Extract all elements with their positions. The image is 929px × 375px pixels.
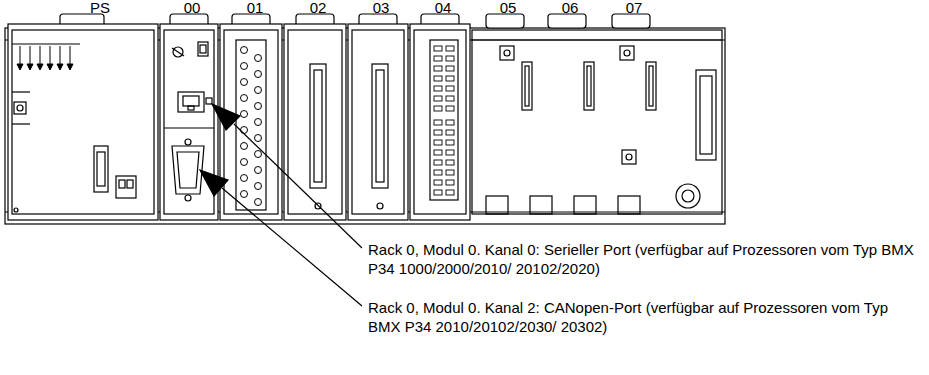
slot-number: 02 xyxy=(298,0,338,16)
slot-number: 01 xyxy=(235,0,275,16)
slot-number: 03 xyxy=(361,0,401,16)
slot-number: 05 xyxy=(488,0,528,16)
slot-number: 00 xyxy=(172,0,212,16)
callout-text: Rack 0, Modul 0. Kanal 2: CANopen-Port (… xyxy=(368,298,920,336)
slot-number: PS xyxy=(80,0,120,16)
slot-number: 06 xyxy=(550,0,590,16)
slot-number: 07 xyxy=(614,0,654,16)
callout-text: Rack 0, Modul 0. Kanal 0: Serieller Port… xyxy=(368,240,920,278)
slot-number: 04 xyxy=(423,0,463,16)
